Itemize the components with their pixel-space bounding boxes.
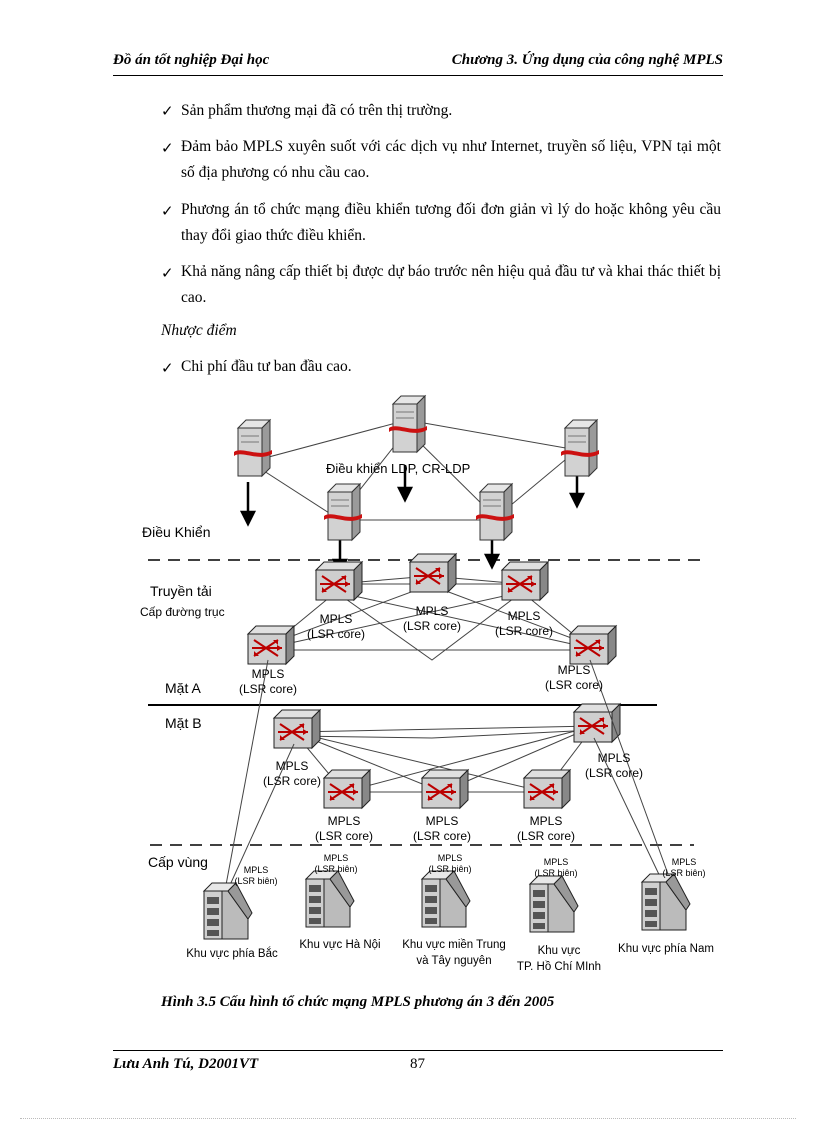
plane-b-label: Mặt B [165, 715, 202, 731]
layer-region-label: Cấp vùng [148, 854, 208, 870]
router-sublabel: (LSR core) [315, 829, 373, 843]
lsr-edge-switch-icon [641, 873, 691, 931]
bullet-1: Sản phẩm thương mại đã có trên thị trườn… [181, 102, 453, 119]
check-icon: ✓ [161, 204, 174, 220]
region-label-hanoi: Khu vực Hà Nội [299, 939, 380, 951]
lsr-edge-switch-icon [305, 870, 355, 928]
control-server-icon [475, 483, 515, 541]
control-protocol-label: Điều khiển LDP, CR-LDP [326, 461, 470, 476]
lsr-edge-switch-icon [421, 870, 471, 928]
control-arrows [239, 465, 586, 575]
lsr-core-router-icon [569, 625, 617, 665]
plane-a-label: Mặt A [165, 680, 201, 696]
edge-label: MPLS [544, 857, 569, 867]
router-sublabel: (LSR core) [263, 774, 321, 788]
figure-caption: Hình 3.5 Cấu hình tổ chức mạng MPLS phươ… [161, 994, 555, 1010]
layer-transport-label: Truyền tải [150, 583, 212, 599]
region-label-hcm-2: TP. Hồ Chí MInh [517, 961, 601, 973]
check-icon: ✓ [161, 141, 174, 157]
edge-sublabel: (LSR biên) [662, 868, 705, 878]
page-number: 87 [410, 1056, 425, 1072]
router-label: MPLS [276, 759, 309, 773]
check-icon: ✓ [161, 266, 174, 282]
router-sublabel: (LSR core) [585, 766, 643, 780]
router-label: MPLS [530, 814, 563, 828]
region-label-north: Khu vực phía Bắc [186, 947, 278, 960]
router-sublabel: (LSR core) [307, 627, 365, 641]
bullet-4: Khả năng nâng cấp thiết bị được dự báo t… [181, 263, 721, 306]
router-label: MPLS [320, 612, 353, 626]
header-rule [113, 75, 723, 76]
lsr-edge-switch-icon [203, 882, 253, 940]
edge-label: MPLS [244, 865, 269, 875]
lsr-core-router-icon [315, 561, 363, 601]
edge-label: MPLS [438, 853, 463, 863]
router-label: MPLS [328, 814, 361, 828]
header-right: Chương 3. Ứng dụng của công nghệ MPLS [451, 52, 723, 68]
lsr-core-router-icon [323, 769, 371, 809]
footer-rule [113, 1050, 723, 1051]
control-server-icon [560, 419, 600, 477]
lsr-core-router-icon [421, 769, 469, 809]
edge-label: MPLS [324, 853, 349, 863]
layer-control-label: Điều Khiển [142, 524, 211, 540]
region-label-hcm: Khu vực [538, 945, 581, 957]
router-label: MPLS [252, 667, 285, 681]
check-icon: ✓ [161, 361, 174, 377]
lsr-core-router-icon [273, 709, 321, 749]
router-label: MPLS [558, 663, 591, 677]
router-sublabel: (LSR core) [517, 829, 575, 843]
router-sublabel: (LSR core) [239, 682, 297, 696]
lsr-core-router-icon [501, 561, 549, 601]
header-left: Đồ án tốt nghiệp Đại học [113, 52, 270, 68]
router-sublabel: (LSR core) [413, 829, 471, 843]
edge-sublabel: (LSR biên) [534, 868, 577, 878]
router-label: MPLS [426, 814, 459, 828]
router-sublabel: (LSR core) [495, 624, 553, 638]
control-server-icon [323, 483, 363, 541]
bullet-3: Phương án tổ chức mạng điều khiển tương … [181, 201, 721, 244]
region-label-central-2: và Tây nguyên [416, 955, 491, 967]
router-label: MPLS [416, 604, 449, 618]
page-edge [20, 1118, 796, 1119]
lsr-core-router-icon [247, 625, 295, 665]
control-server-icon [388, 395, 428, 453]
edge-label: MPLS [672, 857, 697, 867]
edge-sublabel: (LSR biên) [314, 864, 357, 874]
bullet-2: Đảm bảo MPLS xuyên suốt với các dịch vụ … [181, 138, 721, 181]
region-label-south: Khu vực phía Nam [618, 943, 714, 955]
region-label-central: Khu vực miền Trung [402, 939, 506, 951]
lsr-edge-switch-icon [529, 875, 579, 933]
footer-author: Lưu Anh Tú, D2001VT [113, 1056, 259, 1072]
layer-backbone-label: Cấp đường trục [140, 605, 225, 619]
bullet-5: Chi phí đầu tư ban đầu cao. [181, 358, 352, 375]
router-sublabel: (LSR core) [545, 678, 603, 692]
control-server-icon [233, 419, 273, 477]
check-icon: ✓ [161, 104, 174, 120]
region-uplinks [225, 659, 673, 886]
edge-sublabel: (LSR biên) [234, 876, 277, 886]
subheading-disadvantages: Nhược điểm [161, 322, 237, 339]
lsr-core-router-icon [523, 769, 571, 809]
router-label: MPLS [598, 751, 631, 765]
plane-a-links [267, 575, 591, 661]
lsr-core-router-icon [409, 553, 457, 593]
edge-sublabel: (LSR biên) [428, 864, 471, 874]
router-label: MPLS [508, 609, 541, 623]
router-sublabel: (LSR core) [403, 619, 461, 633]
